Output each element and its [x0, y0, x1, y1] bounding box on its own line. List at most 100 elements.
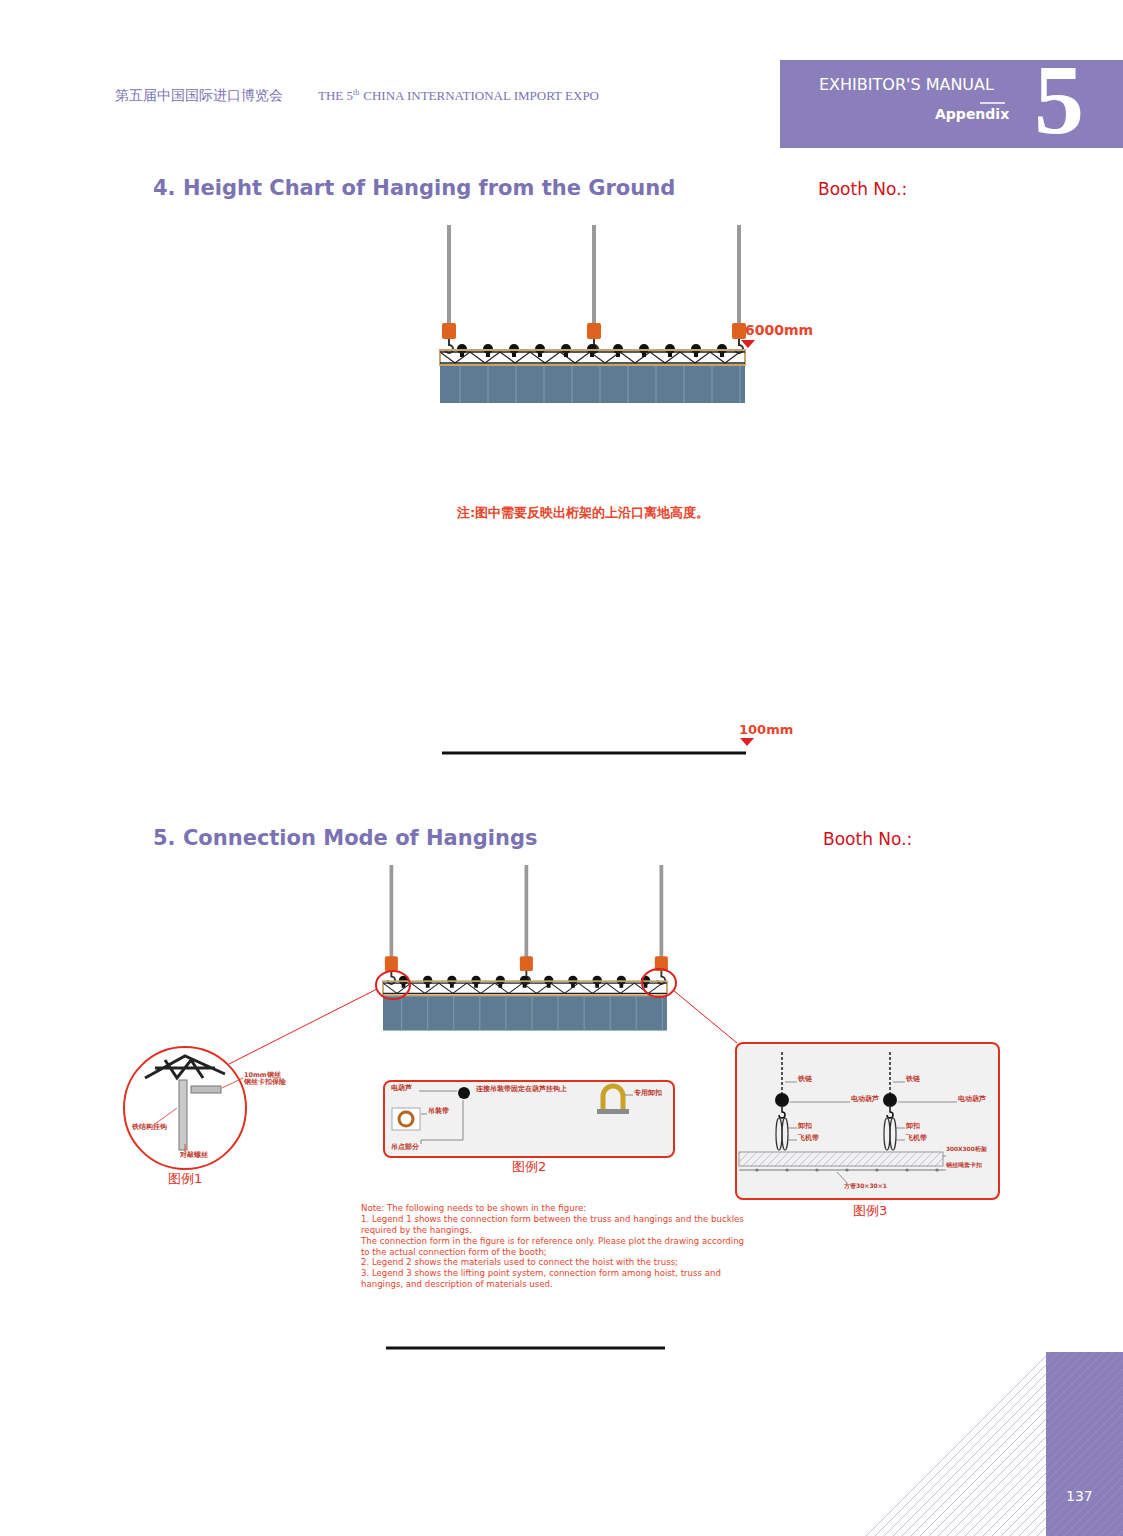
chain: [781, 1052, 783, 1093]
node-text: 电葫芦: [390, 1084, 413, 1092]
node-text: EXHIBITOR'S MANUAL: [819, 76, 994, 94]
section-heading: 4. Height Chart of Hanging from the Grou…: [153, 176, 675, 200]
leader-line: [625, 1095, 633, 1096]
texture: [956, 1352, 1123, 1536]
node-text: 专用卸扣: [633, 1089, 663, 1097]
clip: [755, 1168, 758, 1171]
square-tube: [739, 1170, 943, 1171]
node-text: 飞机带: [905, 1135, 928, 1142]
node-text: 卸扣: [905, 1123, 921, 1130]
node-text: 飞机带: [797, 1135, 820, 1142]
note-line: 3. Legend 3 shows the lifting point syst…: [361, 1268, 746, 1289]
node-illustration: [1046, 1352, 1123, 1536]
texture: [1100, 1352, 1123, 1536]
node-text: 铁结构挂钩: [131, 1124, 168, 1131]
page-number-panel: 137: [1046, 1352, 1123, 1536]
booth-number: Booth No.:: [823, 830, 912, 850]
clip: [845, 1168, 848, 1171]
leader-line: [837, 1156, 946, 1185]
sling: [884, 1118, 890, 1150]
header-title-cn: 第五届中国国际进口博览会: [115, 87, 283, 103]
texture: [1064, 1352, 1123, 1536]
texture: [1073, 1352, 1123, 1536]
hoist-dot: [458, 1087, 470, 1099]
legend-caption: 图例1: [168, 1172, 202, 1187]
texture: [992, 1352, 1123, 1536]
sling: [776, 1118, 782, 1150]
texture: [1046, 1352, 1123, 1536]
header-title-en-group: THE 5th CHINA INTERNATIONAL IMPORT EXPO: [318, 88, 599, 104]
header-title-en: CHINA INTERNATIONAL IMPORT EXPO: [363, 88, 599, 103]
texture: [938, 1352, 1122, 1536]
texture: [911, 1352, 1095, 1536]
node-text: 137: [1066, 1488, 1093, 1504]
texture: [1109, 1352, 1123, 1536]
booth-number: Booth No.:: [818, 180, 907, 200]
texture: [884, 1352, 1068, 1536]
node-text: 对敲螺丝: [179, 1152, 209, 1159]
leader-line: [893, 1082, 958, 1140]
texture: [875, 1352, 1059, 1536]
node-illustration: [737, 1044, 1002, 1202]
truss-detail: [145, 1056, 225, 1078]
texture: [965, 1352, 1123, 1536]
clamp: [191, 1086, 221, 1093]
truss-band: [739, 1152, 943, 1166]
hoist: [775, 1093, 789, 1107]
header-title-en: THE 5: [318, 88, 353, 103]
sling: [782, 1118, 788, 1150]
superscript: th: [353, 88, 359, 97]
texture: [929, 1352, 1113, 1536]
shackle: [603, 1086, 623, 1110]
texture: [1010, 1352, 1123, 1536]
texture: [920, 1352, 1104, 1536]
node-text: 300X300桁架: [945, 1146, 988, 1153]
clip: [875, 1168, 878, 1171]
shackle-pin: [597, 1109, 629, 1114]
node-text: Appendix: [935, 106, 1009, 122]
legend-circle: 图例110mm钢丝 钢丝卡扣保险铁结构挂钩对敲螺丝: [123, 1046, 247, 1170]
texture: [1118, 1352, 1123, 1536]
clip: [905, 1168, 908, 1171]
leader-line: [785, 1082, 850, 1140]
clip: [785, 1168, 788, 1171]
node-text: 方管30×30×1: [843, 1183, 888, 1190]
node-text: 钢丝绳套卡扣: [945, 1162, 983, 1169]
note-line: 2. Legend 2 shows the materials used to …: [361, 1257, 746, 1268]
texture: [1001, 1352, 1123, 1536]
legend-box: 图例3铁链电动葫芦卸扣飞机带铁链电动葫芦卸扣飞机带300X300桁架钢丝绳套卡扣…: [735, 1042, 1000, 1200]
node-text: 10mm钢丝 钢丝卡扣保险: [243, 1072, 285, 1087]
node-text: 电动葫芦: [850, 1096, 880, 1103]
sling: [890, 1118, 896, 1150]
leader-line: [419, 1091, 457, 1092]
node-text: 吊装带: [427, 1107, 450, 1115]
node-text: 铁链: [905, 1076, 921, 1083]
clip: [935, 1168, 938, 1171]
hook: [779, 1107, 785, 1118]
leader-line: [222, 1078, 243, 1088]
dimension: 100mm: [739, 723, 793, 738]
section-heading: 5. Connection Mode of Hangings: [153, 826, 537, 850]
texture: [947, 1352, 1123, 1536]
note-line: 1. Legend 1 shows the connection form be…: [361, 1214, 746, 1235]
texture: [866, 1352, 1050, 1536]
chain: [889, 1052, 891, 1093]
clip: [815, 1168, 818, 1171]
texture: [893, 1352, 1077, 1536]
node-text: 吊点部分: [390, 1143, 420, 1151]
dimension: 6000mm: [745, 322, 813, 338]
note-cn: 注:图中需要反映出桁架的上沿口离地高度。: [457, 506, 709, 521]
node-text: 5: [1034, 50, 1084, 150]
sling-photo: [392, 1108, 420, 1130]
legend-caption: 图例2: [512, 1160, 546, 1175]
texture: [1037, 1352, 1123, 1536]
hook-pipe: [179, 1080, 187, 1150]
texture: [1082, 1352, 1123, 1536]
node-text: 连接吊装带固定在葫芦挂钩上: [475, 1085, 568, 1093]
header-panel: EXHIBITOR'S MANUALAppendix5: [780, 60, 1123, 148]
hook: [887, 1107, 893, 1118]
texture: [1019, 1352, 1123, 1536]
leader-line: [421, 1100, 463, 1144]
